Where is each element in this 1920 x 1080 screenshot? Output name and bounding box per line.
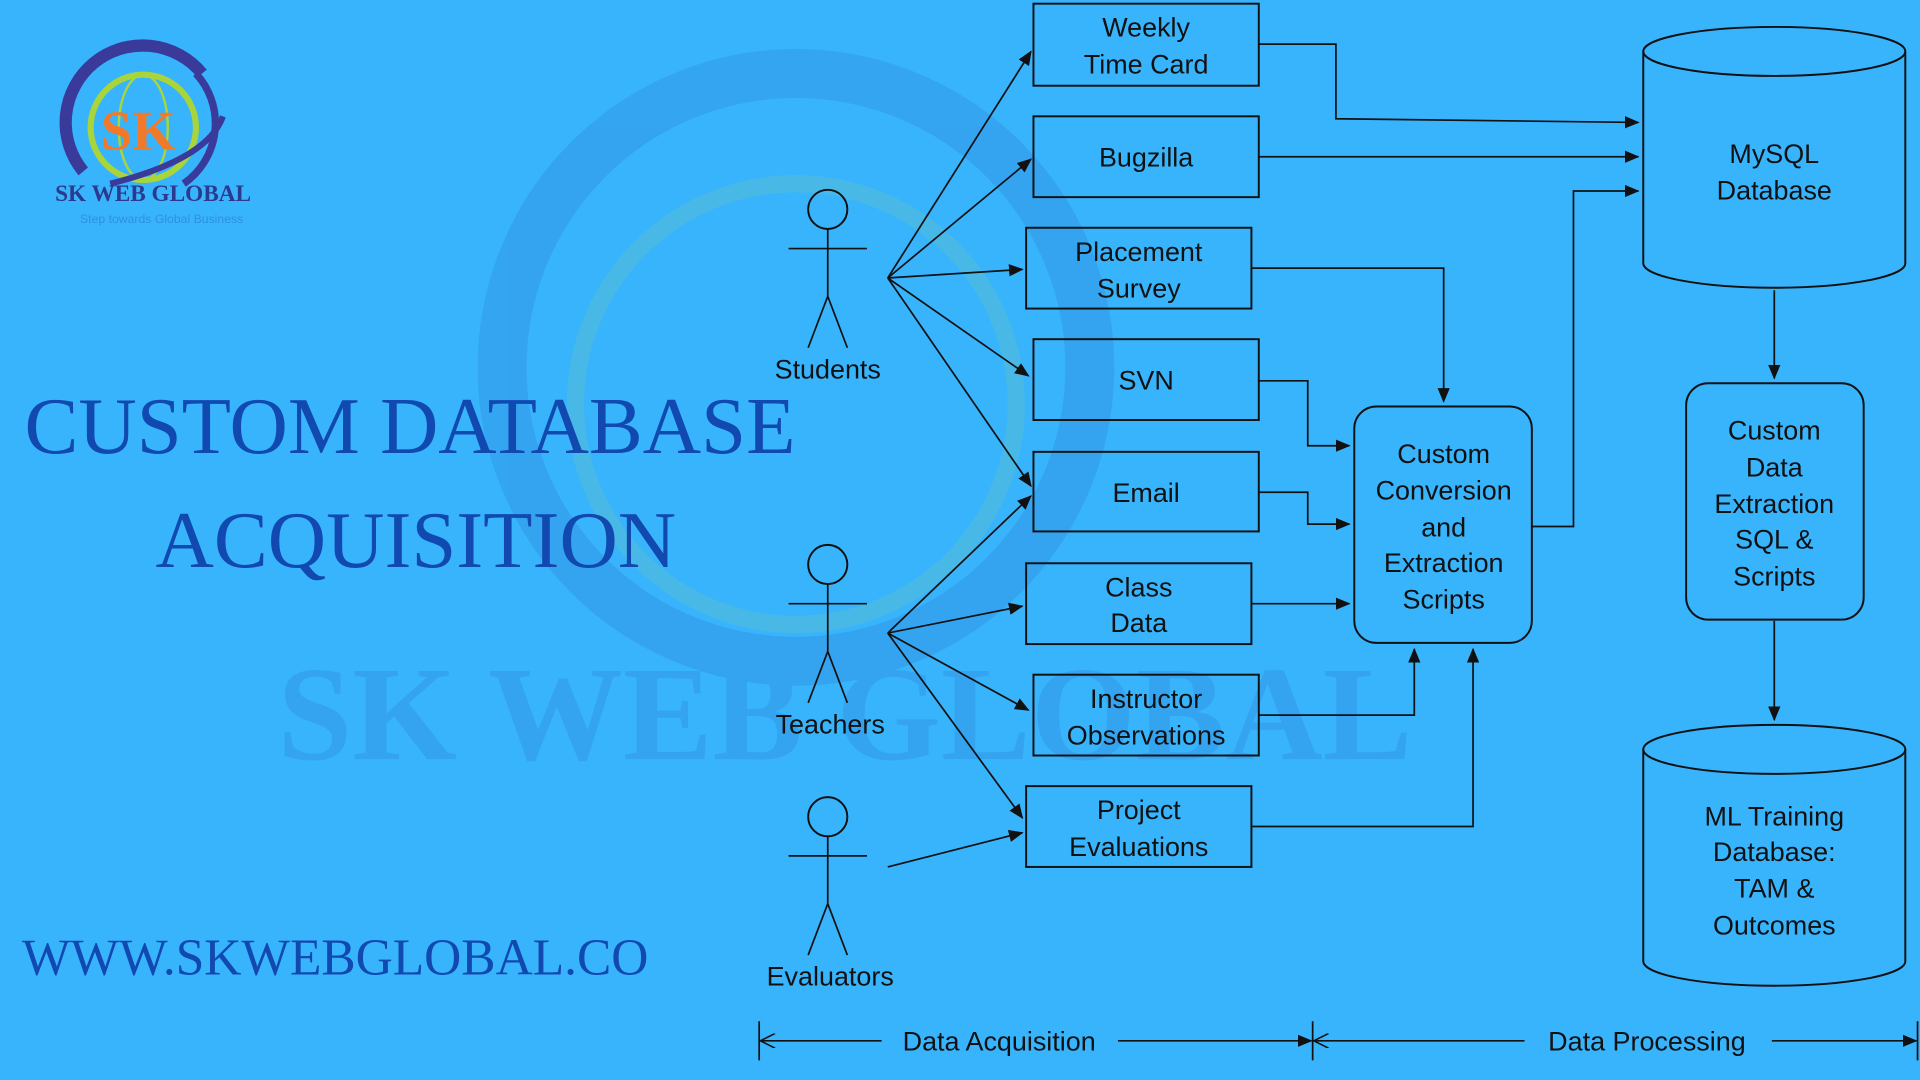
source-class-data: Class Data <box>1025 562 1253 646</box>
label: Class <box>1105 572 1172 602</box>
label: Data <box>1746 452 1803 482</box>
logo: SK SK WEB GLOBAL Step towards Global Bus… <box>55 39 251 226</box>
actor-arrows <box>887 50 1032 868</box>
label: SVN <box>1118 365 1173 395</box>
label: Survey <box>1097 274 1181 304</box>
ml-training-database-cylinder: ML Training Database: TAM & Outcomes <box>1642 723 1907 987</box>
actor-evaluators: Evaluators <box>767 796 894 992</box>
watermark-logo: SK WEB GLOBAL <box>277 48 1413 789</box>
label: MySQL <box>1729 139 1819 169</box>
actor-label: Evaluators <box>767 962 894 992</box>
label: Scripts <box>1733 561 1815 591</box>
watermark-text: SK WEB GLOBAL <box>277 640 1412 789</box>
website-link[interactable]: WWW.SKWEBGLOBAL.CO <box>22 930 648 987</box>
label: ML Training <box>1704 801 1844 831</box>
actor-students: Students <box>775 188 881 384</box>
label: Custom <box>1728 416 1821 446</box>
label: Outcomes <box>1713 910 1836 940</box>
label: Data <box>1110 608 1167 638</box>
source-bugzilla: Bugzilla <box>1032 115 1260 199</box>
label: and <box>1421 512 1466 542</box>
page-title-line2: ACQUISITION <box>156 496 677 585</box>
conversion-scripts-box: Custom Conversion and Extraction Scripts <box>1353 405 1533 644</box>
label: Weekly <box>1102 13 1190 43</box>
label: Bugzilla <box>1099 143 1193 173</box>
label: Email <box>1112 478 1179 508</box>
label: SQL & <box>1735 525 1813 555</box>
logo-name: SK WEB GLOBAL <box>55 181 251 207</box>
phase-processing-label: Data Processing <box>1548 1027 1746 1057</box>
actor-label: Teachers <box>776 709 885 739</box>
label: Time Card <box>1084 49 1209 79</box>
extraction-scripts-box: Custom Data Extraction SQL & Scripts <box>1685 382 1865 621</box>
logo-tagline: Step towards Global Business <box>80 212 243 226</box>
label: Observations <box>1067 720 1226 750</box>
logo-monogram: SK <box>101 100 176 162</box>
label: Scripts <box>1403 585 1485 615</box>
phase-timeline: Data Acquisition Data Processing <box>758 1021 1919 1061</box>
source-weekly-time-card: Weekly Time Card <box>1032 2 1260 87</box>
label: Conversion <box>1376 476 1512 506</box>
label: Database: <box>1713 837 1836 867</box>
phase-acquisition-label: Data Acquisition <box>903 1027 1096 1057</box>
label: Extraction <box>1384 548 1504 578</box>
label: Extraction <box>1714 489 1834 519</box>
connectors <box>1251 43 1781 828</box>
label: Instructor <box>1090 684 1202 714</box>
actor-label: Students <box>775 354 881 384</box>
label: Database <box>1717 176 1832 206</box>
page-title-line1: CUSTOM DATABASE <box>24 382 795 471</box>
source-project-evaluations: Project Evaluations <box>1025 785 1253 868</box>
source-placement-survey: Placement Survey <box>1025 226 1253 310</box>
source-instructor-observations: Instructor Observations <box>1032 673 1260 757</box>
label: Evaluations <box>1069 832 1208 862</box>
label: Custom <box>1397 439 1490 469</box>
label: Project <box>1097 795 1181 825</box>
mysql-database-cylinder: MySQL Database <box>1642 25 1907 289</box>
label: TAM & <box>1734 874 1814 904</box>
actor-teachers: Teachers <box>776 543 885 739</box>
source-svn: SVN <box>1032 338 1260 421</box>
label: Placement <box>1075 237 1203 267</box>
